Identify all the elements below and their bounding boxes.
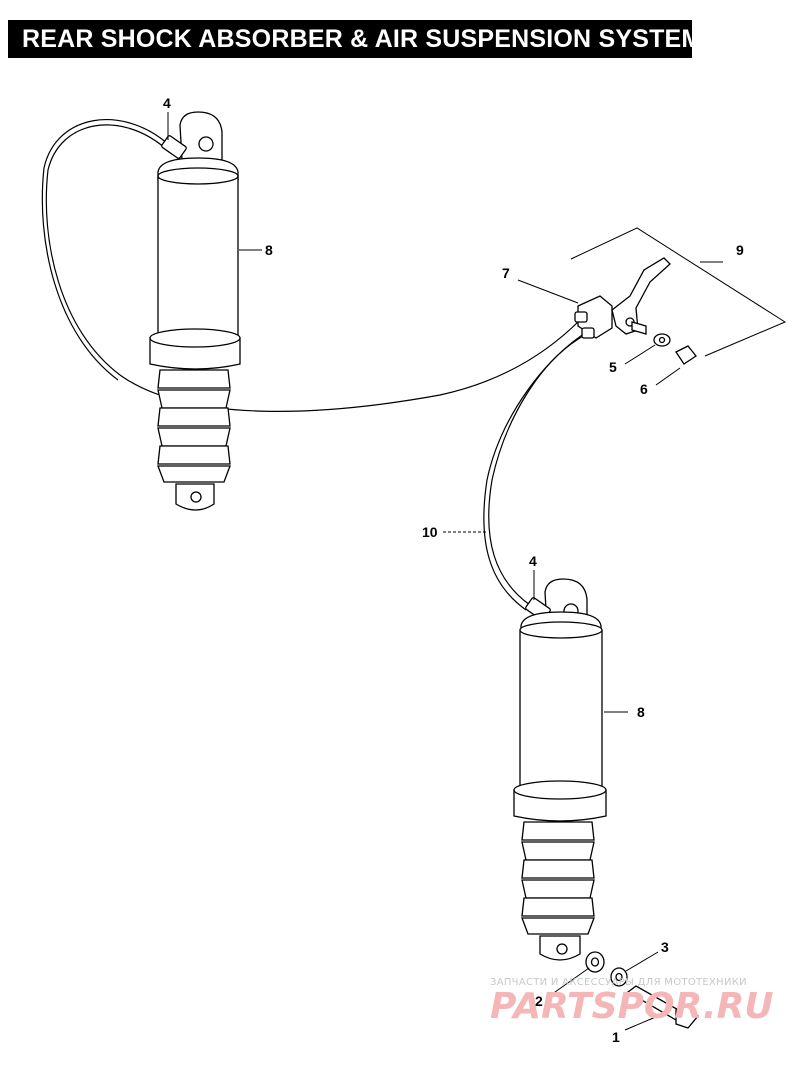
- callout-4-lower: 4: [529, 553, 537, 569]
- mounting-bracket: [611, 257, 671, 335]
- shock-absorber-lower: [513, 578, 607, 961]
- leader-5: [624, 344, 656, 365]
- nut: [653, 333, 671, 347]
- callout-8-lower: 8: [637, 704, 645, 720]
- bracket-9-group: [570, 227, 787, 357]
- callout-6: 6: [640, 381, 648, 397]
- leader-1: [624, 1015, 659, 1031]
- shock-absorber-upper: [149, 111, 241, 511]
- watermark-tagline: ЗАПЧАСТИ И АКСЕССУАРЫ ДЛЯ МОТОТЕХНИКИ: [490, 977, 747, 988]
- callout-4-upper: 4: [163, 95, 171, 111]
- leader-3: [625, 951, 659, 972]
- air-hose-lower-inner: [483, 329, 591, 611]
- callout-3: 3: [661, 939, 669, 955]
- valve-cap: [675, 345, 697, 365]
- leader-6: [655, 367, 681, 386]
- callout-8-upper: 8: [265, 242, 273, 258]
- callout-1: 1: [612, 1029, 620, 1045]
- manifold-fitting: [574, 295, 613, 339]
- washer-large: [585, 951, 605, 973]
- air-hose-upper-inner: [41, 119, 169, 381]
- diagram-title: REAR SHOCK ABSORBER & AIR SUSPENSION SYS…: [8, 20, 702, 58]
- callout-7: 7: [502, 265, 510, 281]
- leader-7: [517, 279, 579, 304]
- callout-2: 2: [535, 993, 543, 1009]
- washer-small: [610, 967, 628, 987]
- callout-10: 10: [422, 524, 438, 540]
- watermark-logo: PARTSPOR.RU: [490, 986, 774, 1027]
- callout-5: 5: [609, 359, 617, 375]
- bolt: [626, 985, 699, 1029]
- air-hose-upper: [45, 124, 581, 412]
- air-hose-lower: [488, 334, 586, 606]
- leader-2: [547, 967, 590, 998]
- callout-9: 9: [736, 242, 744, 258]
